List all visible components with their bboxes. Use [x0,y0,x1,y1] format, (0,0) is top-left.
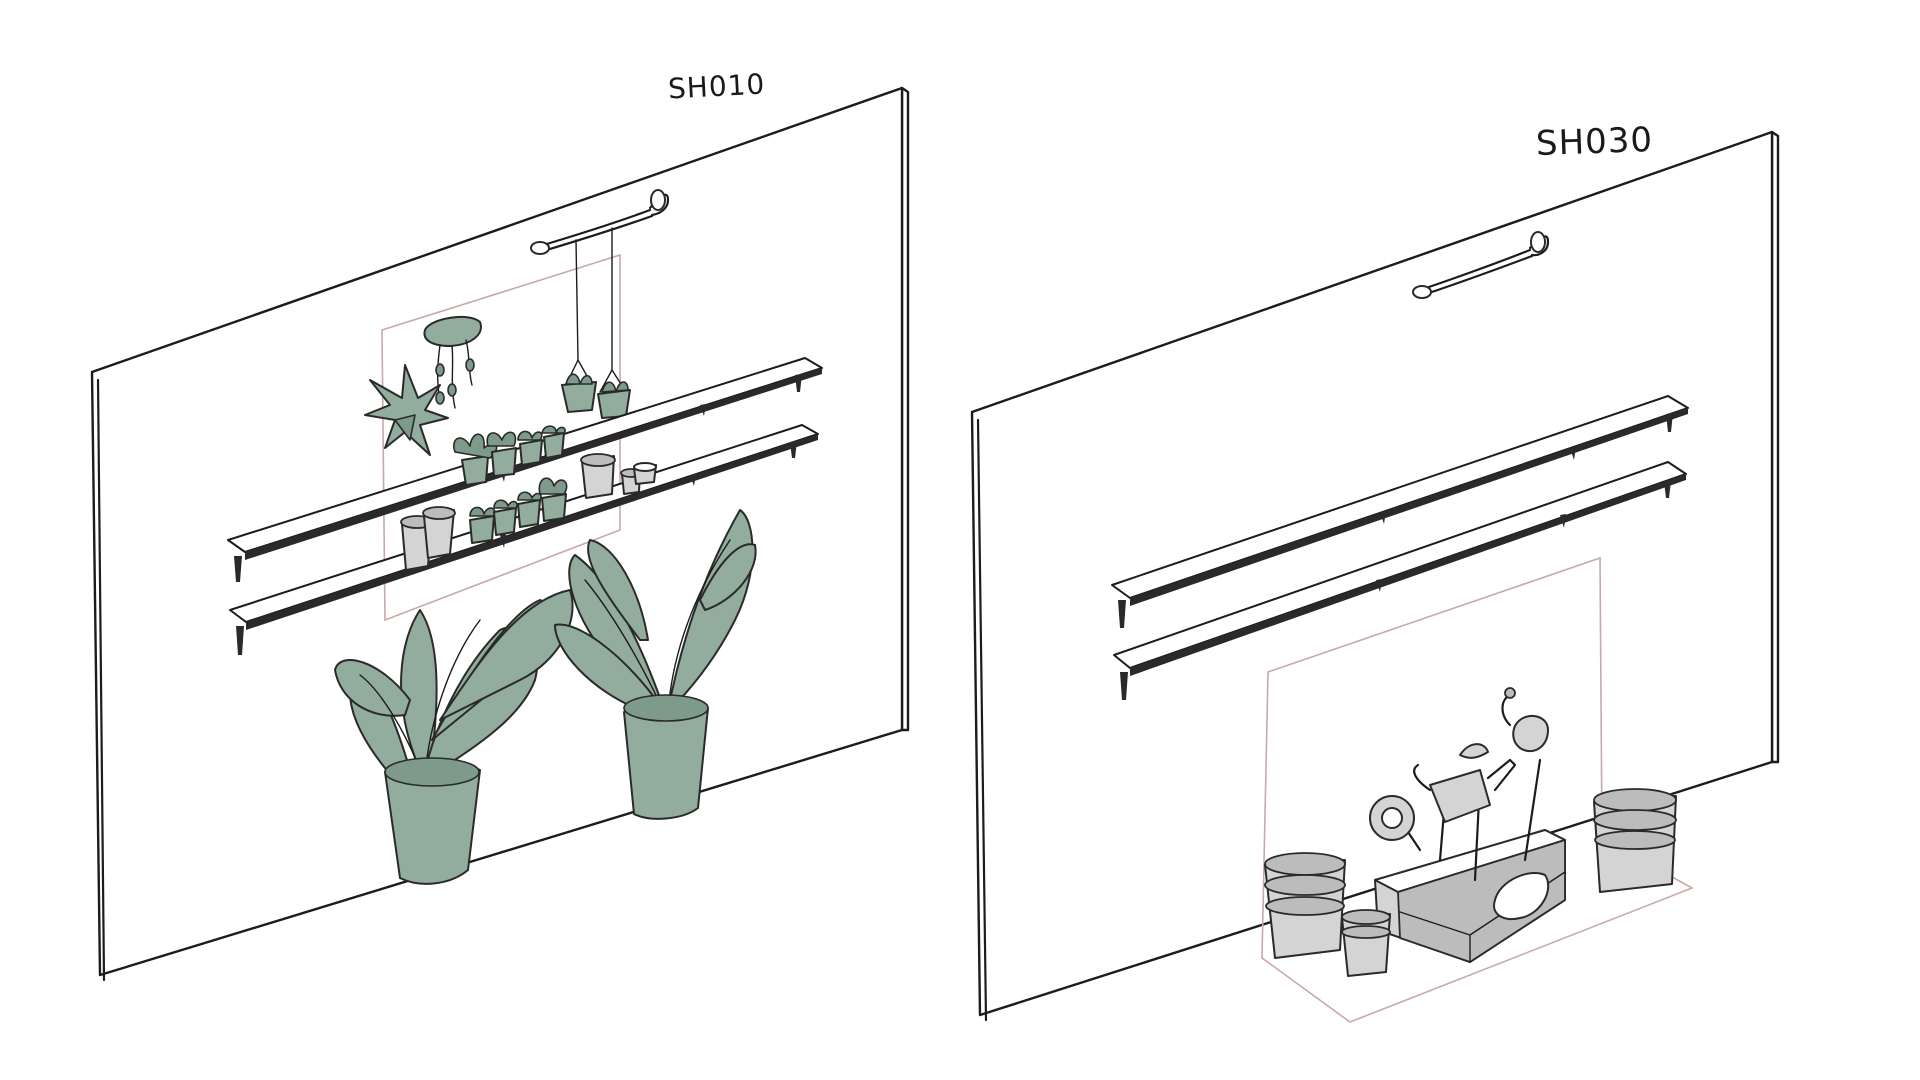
hanging-string [575,239,579,361]
shelf-upper [1111,395,1689,628]
panel-sh010 [90,86,910,982]
shelf-lower [1113,461,1687,700]
wall-board-edge [976,418,988,1022]
lower-shelf-pots [400,477,568,571]
floor-pots [1264,788,1677,977]
trailing-plant [423,315,482,409]
floor-plant-left [334,589,574,885]
rail [530,189,670,255]
panel-sh030 [970,130,1780,1023]
garden-stakes [1369,687,1549,882]
upper-shelf-pots [453,425,657,499]
guide-frame [381,253,621,622]
rail [1412,231,1550,299]
crate [1374,829,1566,963]
wall-board-edge [96,378,106,982]
floor-plant-right [554,509,757,820]
wall-succulent [364,364,449,456]
hanging-planter [561,359,631,419]
guide-frame [1261,556,1694,1023]
